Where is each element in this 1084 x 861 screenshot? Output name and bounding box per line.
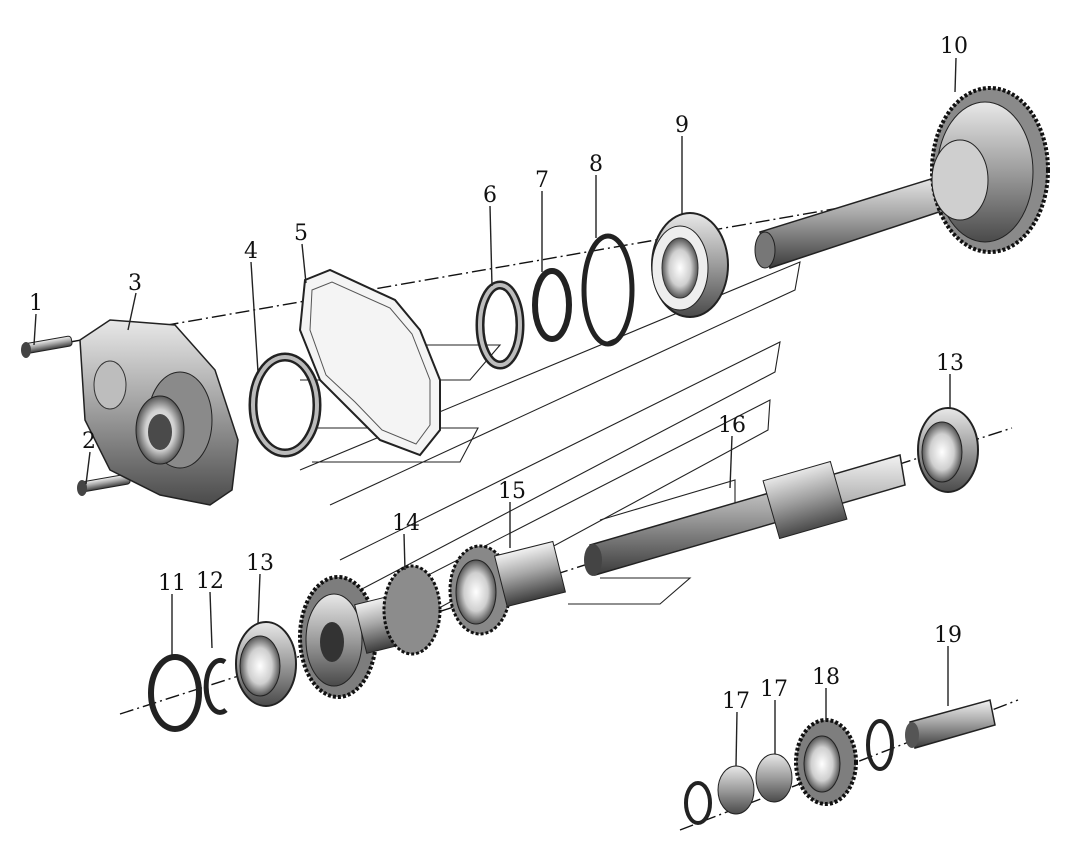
callout-5: 5 xyxy=(294,221,308,246)
bearing-part-9 xyxy=(651,212,729,318)
cover-plate-part-3 xyxy=(79,319,239,506)
gear-part-15 xyxy=(448,540,567,636)
callout-8: 8 xyxy=(589,152,603,177)
ring-part-6 xyxy=(475,280,525,370)
idler-shaft-part-19 xyxy=(905,699,996,749)
callout-16: 16 xyxy=(718,413,746,438)
bolt-part-1 xyxy=(21,335,73,358)
gasket-part-5 xyxy=(298,268,441,457)
ring-part-8 xyxy=(581,233,635,347)
callout-7: 7 xyxy=(535,168,549,193)
callout-6: 6 xyxy=(483,183,497,208)
callout-9: 9 xyxy=(675,113,689,138)
callout-labels: 1 2 3 4 5 6 7 8 9 10 11 12 13 13 14 15 1… xyxy=(29,34,968,714)
callout-3: 3 xyxy=(128,271,142,296)
callout-12: 12 xyxy=(196,569,224,594)
bolt-part-2 xyxy=(77,473,131,496)
ring-part-11 xyxy=(148,654,202,732)
callout-13-right: 13 xyxy=(936,351,964,376)
needle-bearing-part-17 xyxy=(717,753,793,815)
callout-11: 11 xyxy=(158,571,186,596)
seal-ring-part-4 xyxy=(248,352,322,458)
callout-18: 18 xyxy=(812,665,840,690)
callout-1: 1 xyxy=(29,291,43,316)
countershaft-part-16 xyxy=(584,454,906,576)
bearing-part-13-right xyxy=(917,407,979,493)
callout-4: 4 xyxy=(244,239,258,264)
ring-part-17-a xyxy=(684,781,712,825)
callout-14: 14 xyxy=(392,511,420,536)
callout-19: 19 xyxy=(934,623,962,648)
callout-17-right: 17 xyxy=(760,677,788,702)
snap-ring-part-7 xyxy=(532,268,572,342)
leader-lines xyxy=(33,57,957,767)
callout-2: 2 xyxy=(82,429,96,454)
ring-part-17-b xyxy=(866,719,894,771)
callout-15: 15 xyxy=(498,479,526,504)
bearing-part-13-left xyxy=(235,621,297,707)
circlip-part-12 xyxy=(203,657,228,715)
callout-13-left: 13 xyxy=(246,551,274,576)
idler-gear-part-18 xyxy=(794,718,858,806)
callout-17-left: 17 xyxy=(722,689,750,714)
input-shaft-part-10 xyxy=(754,86,1050,269)
gear-cluster-part-14 xyxy=(298,564,442,699)
callout-10: 10 xyxy=(940,34,968,59)
